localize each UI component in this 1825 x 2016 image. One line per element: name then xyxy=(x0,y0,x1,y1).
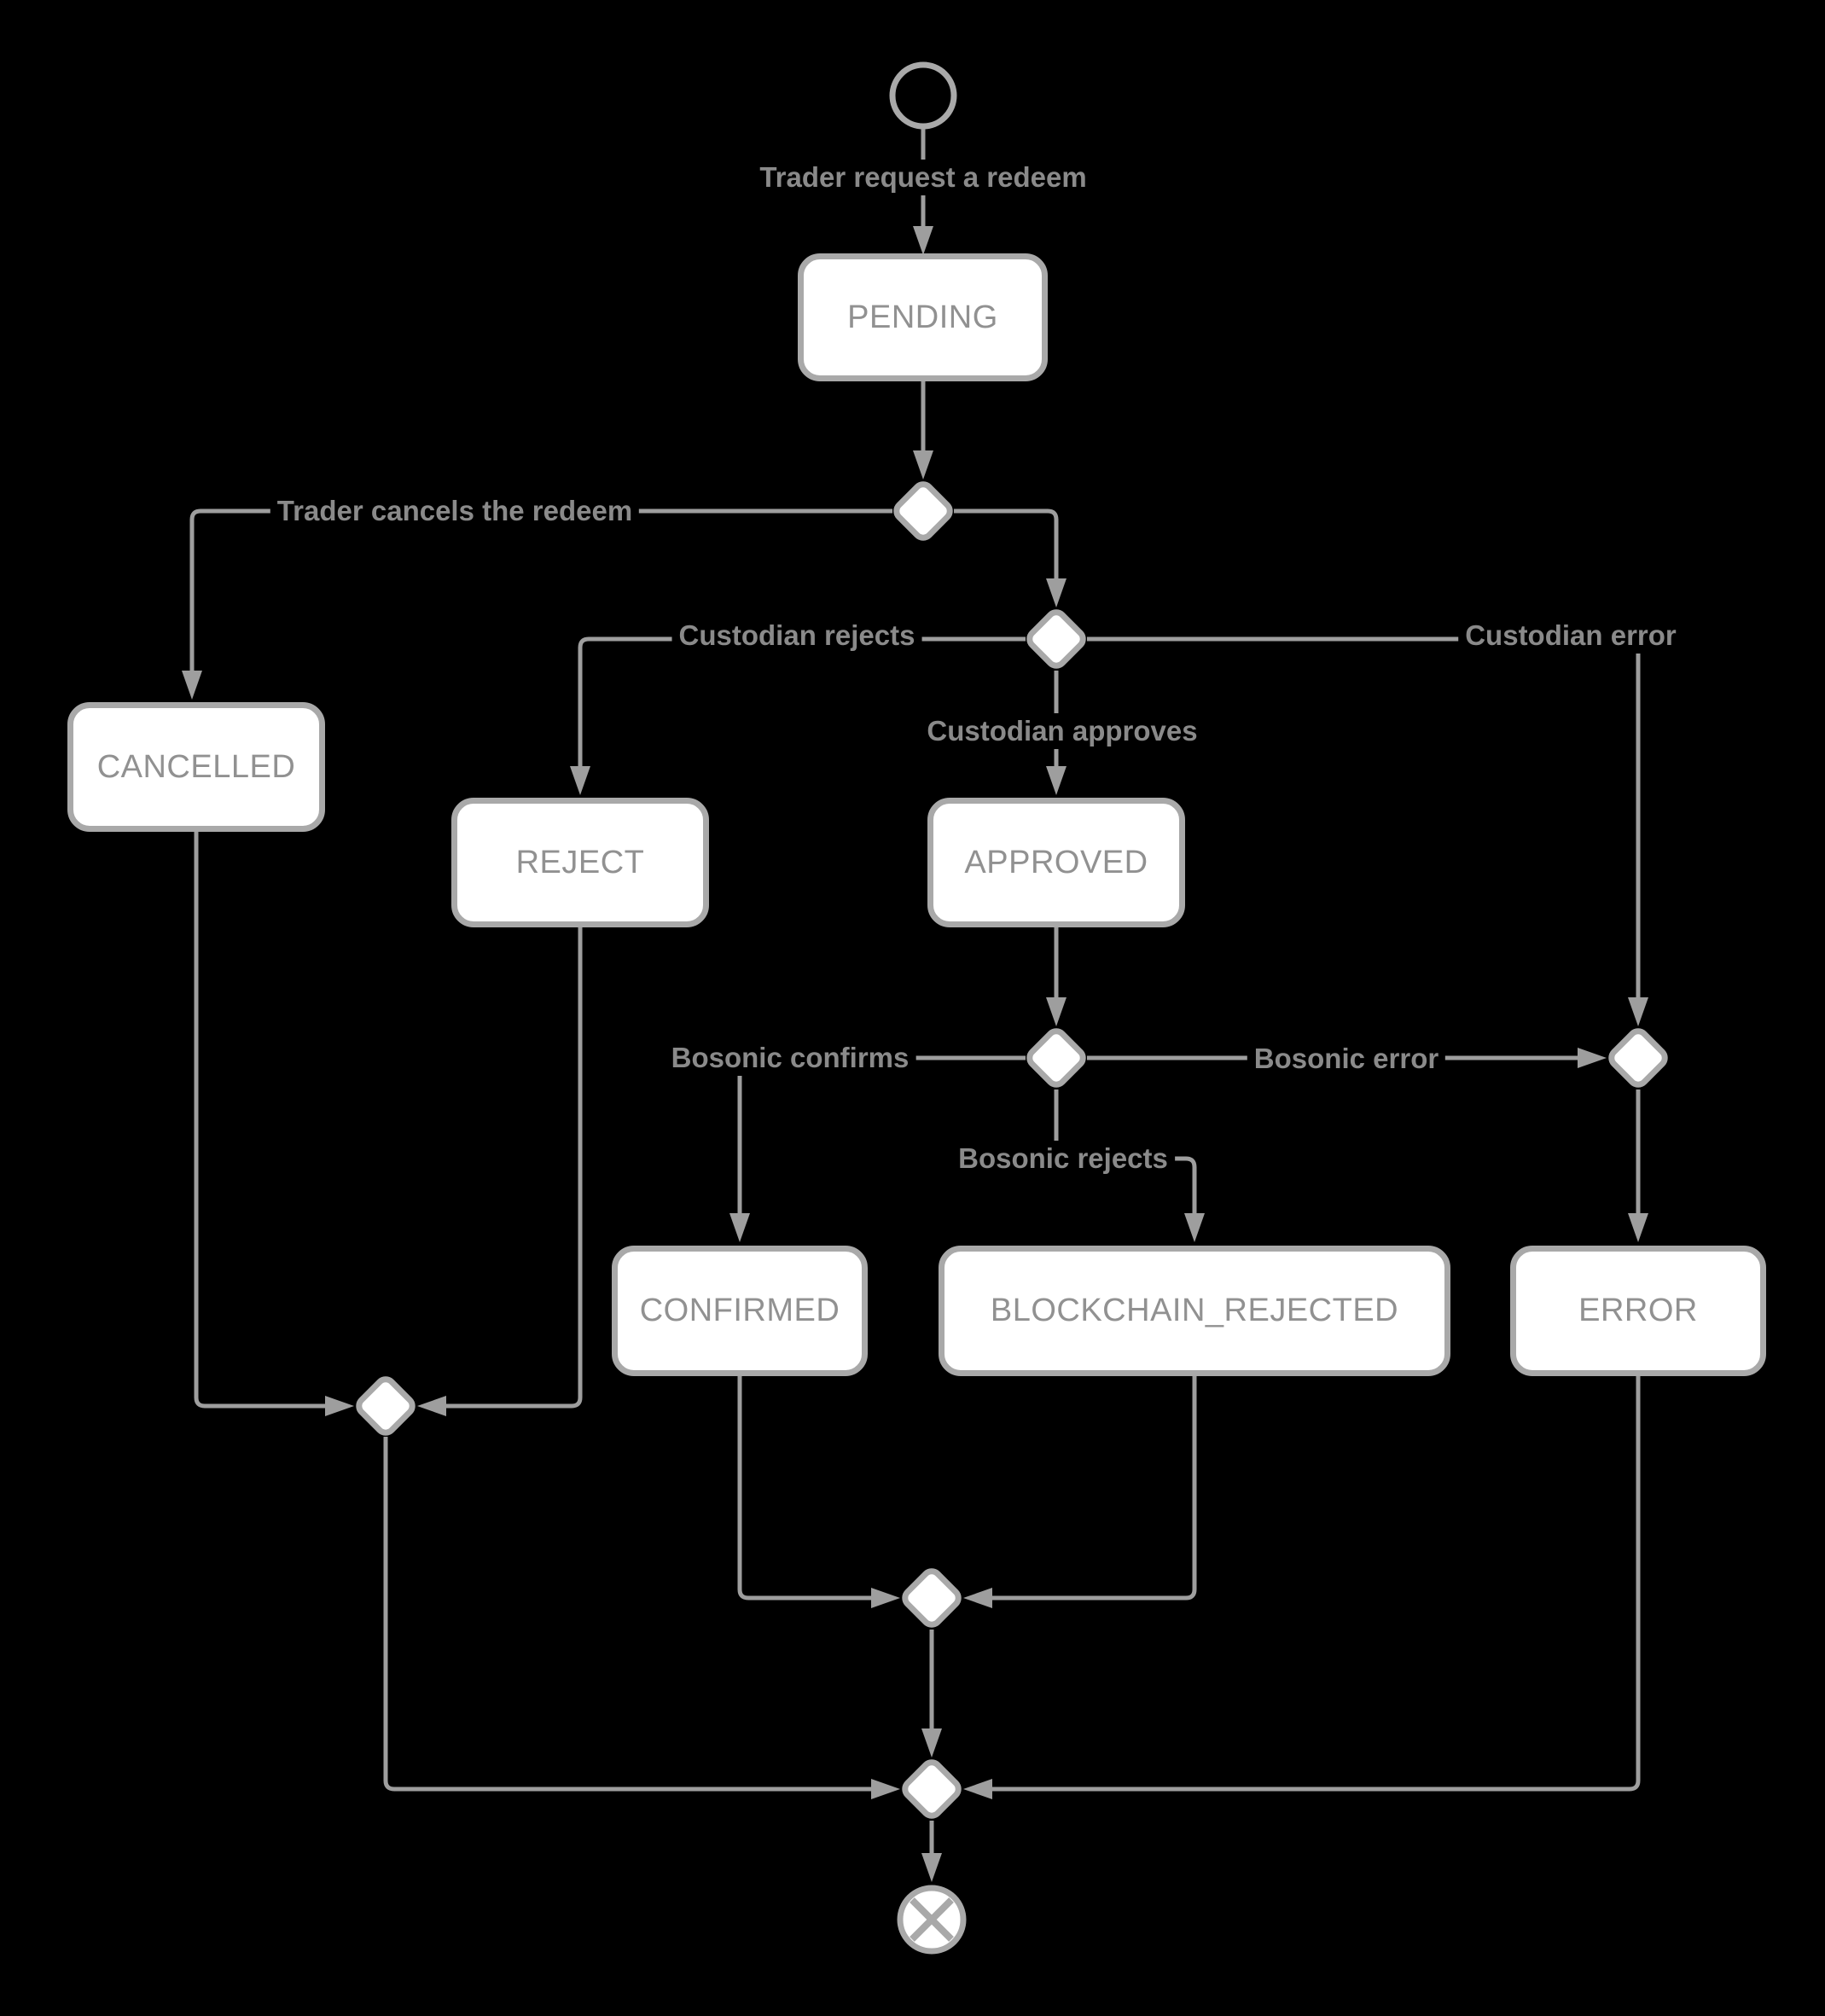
edge-label-bosonic-confirms: Bosonic confirms xyxy=(664,1040,916,1076)
arrowhead-down-icon xyxy=(1628,1213,1648,1242)
edge-label-trader-request: Trader request a redeem xyxy=(753,160,1094,195)
state-confirmed-label: CONFIRMED xyxy=(639,1293,840,1328)
edge-label-bosonic-error: Bosonic error xyxy=(1247,1041,1446,1077)
edge-label-trader-cancels: Trader cancels the redeem xyxy=(270,493,640,529)
state-cancelled-label: CANCELLED xyxy=(96,748,296,785)
gateways xyxy=(356,481,1668,1819)
arrowhead-down-icon xyxy=(1184,1213,1205,1242)
state-blockchain-rejected: BLOCKCHAIN_REJECTED xyxy=(939,1246,1450,1376)
arrowhead-right-icon xyxy=(871,1588,900,1608)
arrowheads xyxy=(182,226,1648,1882)
end-event-node xyxy=(897,1885,967,1955)
edge-gateway1-to-gateway2 xyxy=(954,508,1059,578)
gateway-custodian-decision xyxy=(1026,609,1086,669)
state-error: ERROR xyxy=(1510,1246,1766,1376)
state-reject-label: REJECT xyxy=(515,844,645,880)
state-approved-label: APPROVED xyxy=(964,844,1148,880)
arrowhead-down-icon xyxy=(1046,578,1067,607)
state-blockchain-rejected-label: BLOCKCHAIN_REJECTED xyxy=(990,1293,1399,1328)
arrowhead-down-icon xyxy=(913,226,933,255)
arrowhead-down-icon xyxy=(1046,766,1067,795)
edge-blockchain-rejected-to-merge-mid xyxy=(992,1376,1197,1601)
edge-error-to-final xyxy=(992,1376,1641,1792)
arrowhead-right-icon xyxy=(871,1779,900,1799)
start-event-node xyxy=(889,61,957,130)
arrowhead-left-icon xyxy=(963,1779,992,1799)
arrowhead-down-icon xyxy=(921,1853,942,1882)
gateway-after-pending xyxy=(893,481,953,541)
state-cancelled: CANCELLED xyxy=(67,702,325,832)
edge-gateway1-to-cancelled xyxy=(189,508,892,671)
arrowhead-right-icon xyxy=(1578,1048,1607,1068)
gateway-merge-mid xyxy=(902,1568,962,1628)
edge-confirmed-to-merge-mid xyxy=(737,1376,871,1601)
edge-gateway2-to-reject xyxy=(578,636,1026,766)
gateway-merge-final xyxy=(902,1759,962,1819)
gateway-bosonic-decision xyxy=(1026,1028,1086,1088)
arrowhead-down-icon xyxy=(729,1213,750,1242)
end-event-x-icon xyxy=(910,1897,954,1942)
state-confirmed: CONFIRMED xyxy=(612,1246,868,1376)
arrowhead-left-icon xyxy=(417,1396,446,1416)
arrowhead-down-icon xyxy=(921,1728,942,1757)
gateway-merge-left xyxy=(356,1376,416,1436)
edge-gateway3-to-blockchain-rejected xyxy=(1054,1089,1197,1213)
arrowhead-down-icon xyxy=(913,450,933,479)
arrowhead-down-icon xyxy=(570,766,590,795)
edge-merge-left-to-final xyxy=(383,1437,871,1792)
arrowhead-down-icon xyxy=(182,671,202,700)
edge-gateway3-to-confirmed xyxy=(737,1055,1026,1213)
state-pending: PENDING xyxy=(798,253,1048,381)
state-error-label: ERROR xyxy=(1578,1293,1698,1328)
edge-label-custodian-error: Custodian error xyxy=(1458,618,1683,654)
arrowhead-down-icon xyxy=(1046,997,1067,1026)
arrowhead-down-icon xyxy=(1628,997,1648,1026)
edge-label-custodian-rejects: Custodian rejects xyxy=(671,618,922,654)
arrowhead-right-icon xyxy=(325,1396,354,1416)
edge-reject-to-merge-left xyxy=(446,927,583,1409)
state-reject: REJECT xyxy=(451,798,709,927)
state-pending-label: PENDING xyxy=(847,299,998,335)
edge-label-custodian-approves: Custodian approves xyxy=(920,713,1205,749)
edge-label-bosonic-rejects: Bosonic rejects xyxy=(951,1141,1175,1176)
gateway-error-merge xyxy=(1608,1028,1668,1088)
arrowhead-left-icon xyxy=(963,1588,992,1608)
edge-cancelled-to-merge-left xyxy=(194,832,325,1409)
state-approved: APPROVED xyxy=(927,798,1185,927)
connectors xyxy=(189,128,1641,1853)
